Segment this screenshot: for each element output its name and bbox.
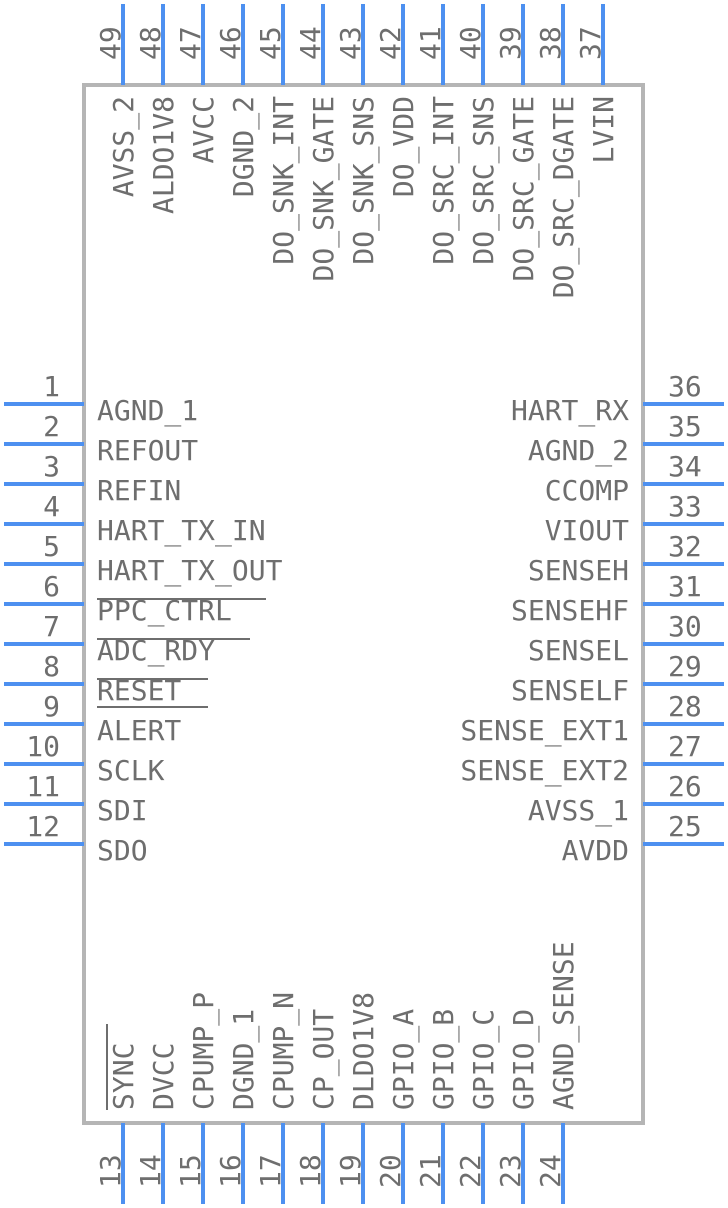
pin-32-number: 32	[668, 530, 702, 563]
pin-47-number: 47	[174, 26, 207, 60]
pin-18-number: 18	[294, 1154, 327, 1188]
pin-10-number: 10	[26, 730, 60, 763]
pin-30-number: 30	[668, 610, 702, 643]
pin-9-number: 9	[43, 690, 60, 723]
pin-23-number: 23	[494, 1154, 527, 1188]
pin-20-number: 20	[374, 1154, 407, 1188]
pin-16-number: 16	[214, 1154, 247, 1188]
pin-do-src-gate-label: DO_SRC_GATE	[507, 96, 541, 281]
pin-gpio-d-label: GPIO_D	[507, 1009, 541, 1110]
pin-14-number: 14	[134, 1154, 167, 1188]
pin-42-number: 42	[374, 26, 407, 60]
pin-41-number: 41	[414, 26, 447, 60]
pin-do-src-sns-label: DO_SRC_SNS	[467, 96, 501, 265]
pin-13-number: 13	[94, 1154, 127, 1188]
pin-avss-1-label: AVSS_1	[528, 794, 629, 828]
pin-aldo1v8-label: ALDO1V8	[147, 96, 180, 214]
pin-12-number: 12	[26, 810, 60, 843]
pin-33-number: 33	[668, 490, 702, 523]
pin-3-number: 3	[43, 450, 60, 483]
pin-49-number: 49	[94, 26, 127, 60]
pin-40-number: 40	[454, 26, 487, 60]
pin-38-number: 38	[534, 26, 567, 60]
pin-agnd-sense-label: AGND_SENSE	[547, 941, 581, 1110]
pin-25-number: 25	[668, 810, 702, 843]
pin-sdi-label: SDI	[97, 794, 148, 827]
pin-senseh-label: SENSEH	[528, 554, 629, 587]
pin-do-snk-sns-label: DO_SNK_SNS	[347, 96, 381, 265]
pin-gpio-a-label: GPIO_A	[387, 1009, 421, 1110]
pin-hart-rx-label: HART_RX	[511, 394, 629, 428]
pin-31-number: 31	[668, 570, 702, 603]
pin-do-src-int-label: DO_SRC_INT	[427, 96, 461, 265]
pin-cp-out-label: CP_OUT	[307, 1009, 341, 1110]
pin-15-number: 15	[174, 1154, 207, 1188]
pin-17-number: 17	[254, 1154, 287, 1188]
pin-dgnd-2-label: DGND_2	[227, 96, 261, 197]
pin-refout-label: REFOUT	[97, 434, 198, 467]
pin-4-number: 4	[43, 490, 60, 523]
pin-do-snk-int-label: DO_SNK_INT	[267, 96, 301, 265]
pin-6-number: 6	[43, 570, 60, 603]
pin-dldo1v8-label: DLDO1V8	[347, 992, 380, 1110]
pin-do-vdd-label: DO_VDD	[387, 96, 421, 197]
pin-35-number: 35	[668, 410, 702, 443]
pin-cpump-n-label: CPUMP_N	[267, 992, 301, 1110]
pin-sdo-label: SDO	[97, 834, 148, 867]
pin-11-number: 11	[26, 770, 60, 803]
pin-avcc-label: AVCC	[187, 96, 220, 163]
pin-48-number: 48	[134, 26, 167, 60]
pin-gpio-b-label: GPIO_B	[427, 1009, 461, 1110]
pin-gpio-c-label: GPIO_C	[467, 1009, 501, 1110]
pin-dgnd-1-label: DGND_1	[227, 1009, 261, 1110]
pin-26-number: 26	[668, 770, 702, 803]
pin-44-number: 44	[294, 26, 327, 60]
pin-34-number: 34	[668, 450, 702, 483]
pin-sync-label: SYNC	[107, 1043, 140, 1110]
pin-sensehf-label: SENSEHF	[511, 594, 629, 627]
pin-lvin-label: LVIN	[587, 96, 620, 163]
pin-46-number: 46	[214, 26, 247, 60]
pin-avss-2-label: AVSS_2	[107, 96, 141, 197]
pin-sensel-label: SENSEL	[528, 634, 629, 667]
pin-45-number: 45	[254, 26, 287, 60]
pin-viout-label: VIOUT	[545, 514, 629, 547]
pin-dvcc-label: DVCC	[147, 1043, 180, 1110]
pin-2-number: 2	[43, 410, 60, 443]
pin-43-number: 43	[334, 26, 367, 60]
overbar-marks	[97, 598, 266, 1110]
pin-22-number: 22	[454, 1154, 487, 1188]
pin-agnd-2-label: AGND_2	[528, 434, 629, 468]
pin-avdd-label: AVDD	[562, 834, 629, 867]
pin-39-number: 39	[494, 26, 527, 60]
pin-21-number: 21	[414, 1154, 447, 1188]
pin-sense-ext1-label: SENSE_EXT1	[460, 714, 629, 748]
pin-29-number: 29	[668, 650, 702, 683]
pin-hart-tx-out-label: HART_TX_OUT	[97, 554, 283, 588]
pin-19-number: 19	[334, 1154, 367, 1188]
pin-do-src-dgate-label: DO_SRC_DGATE	[547, 96, 581, 298]
pin-27-number: 27	[668, 730, 702, 763]
pin-5-number: 5	[43, 530, 60, 563]
pin-28-number: 28	[668, 690, 702, 723]
pin-sclk-label: SCLK	[97, 754, 165, 787]
pin-ccomp-label: CCOMP	[545, 474, 629, 507]
pin-24-number: 24	[534, 1154, 567, 1188]
pin-cpump-p-label: CPUMP_P	[187, 992, 221, 1110]
pin-refin-label: REFIN	[97, 474, 181, 507]
pin-alert-label: ALERT	[97, 714, 181, 747]
pin-hart-tx-in-label: HART_TX_IN	[97, 514, 266, 548]
pin-37-number: 37	[574, 26, 607, 60]
pin-senself-label: SENSELF	[511, 674, 629, 707]
pin-do-snk-gate-label: DO_SNK_GATE	[307, 96, 341, 281]
pin-sense-ext2-label: SENSE_EXT2	[460, 754, 629, 788]
pin-7-number: 7	[43, 610, 60, 643]
pin-agnd-1-label: AGND_1	[97, 394, 198, 428]
pin-8-number: 8	[43, 650, 60, 683]
pin-36-number: 36	[668, 370, 702, 403]
pin-1-number: 1	[43, 370, 60, 403]
